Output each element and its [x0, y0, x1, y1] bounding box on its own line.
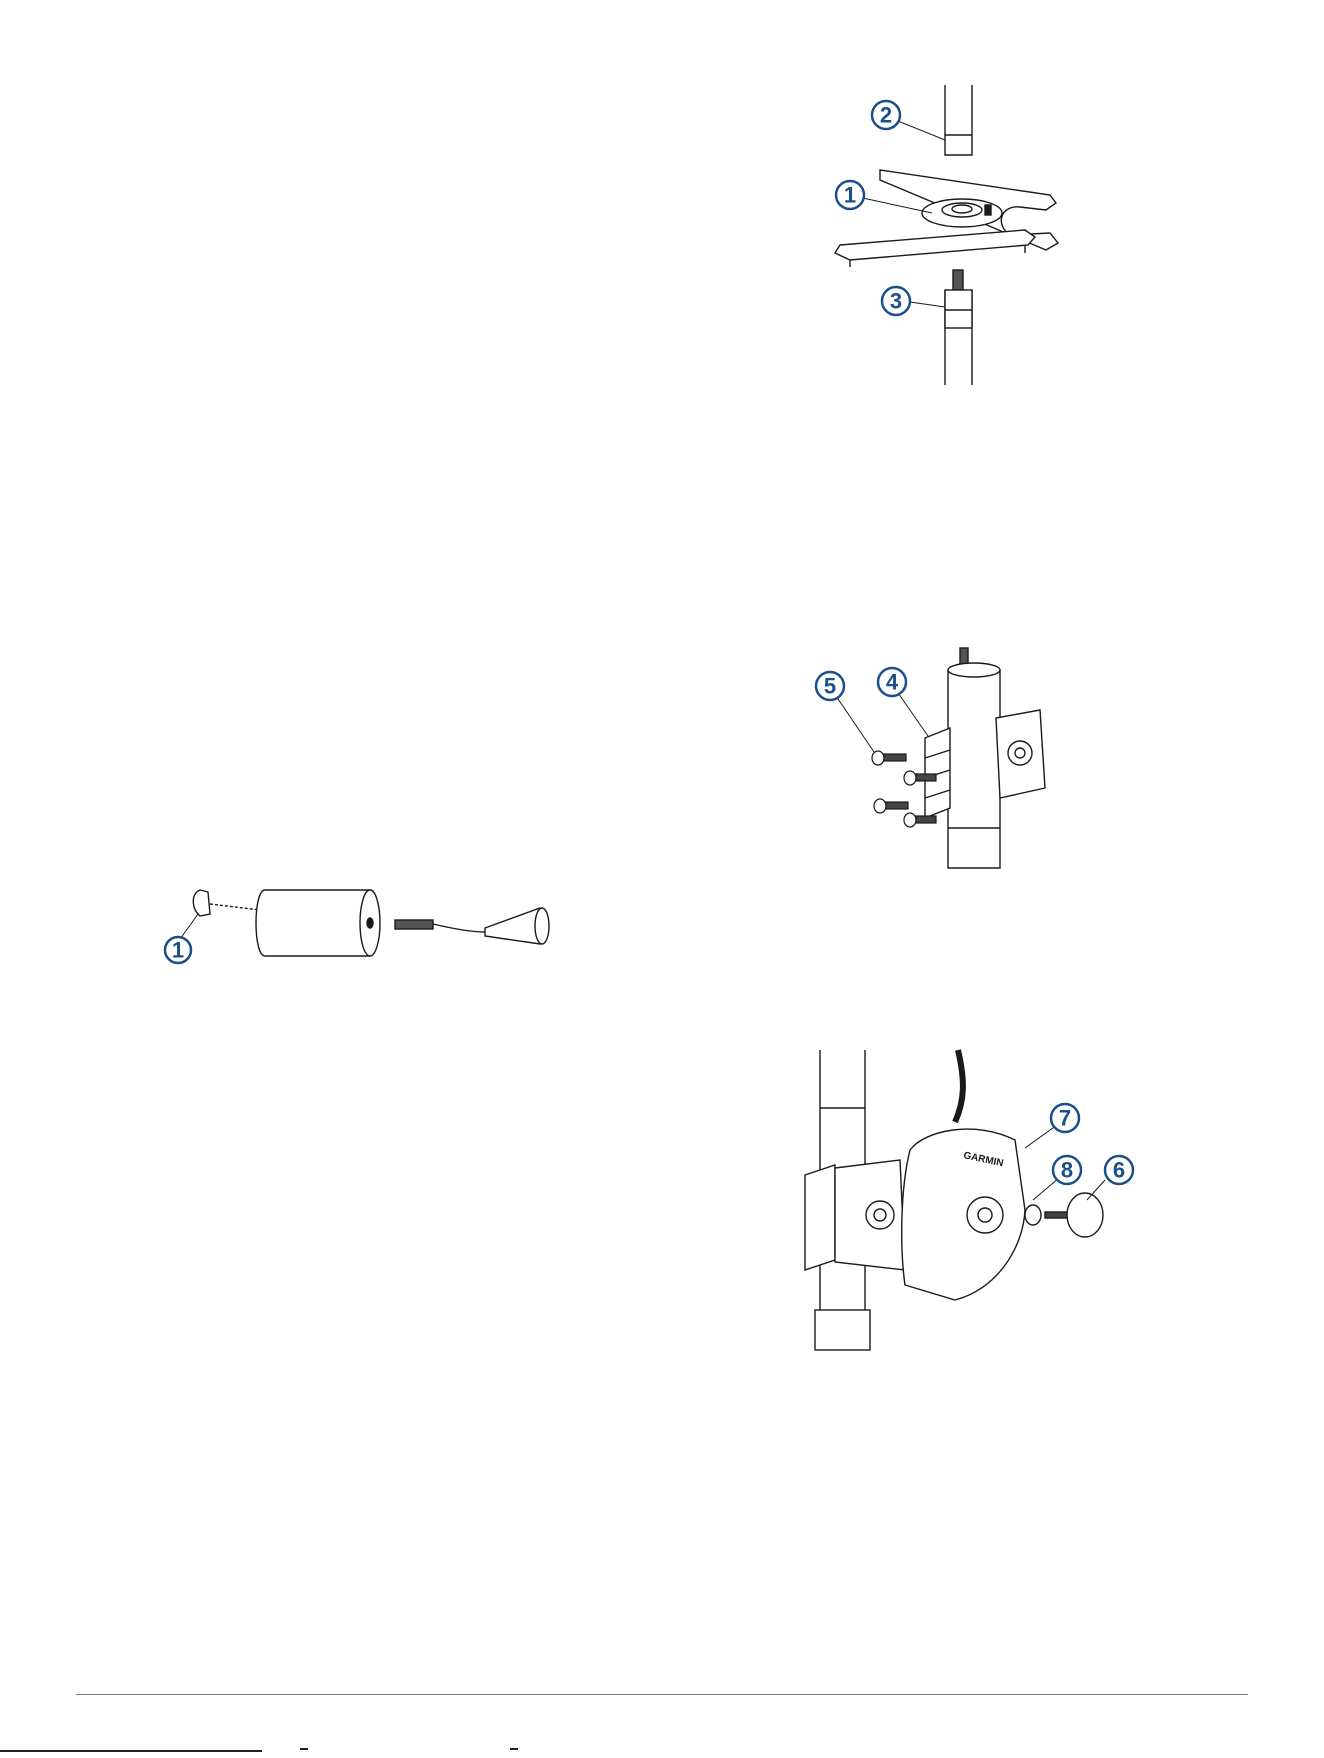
clamp-half-left — [925, 728, 950, 818]
callout-7: 7 — [1051, 1104, 1079, 1132]
cable — [433, 924, 485, 932]
washer — [1025, 1205, 1041, 1225]
knob — [1067, 1193, 1103, 1237]
svg-text:1: 1 — [172, 938, 184, 963]
bottom-edge-bar — [0, 1750, 262, 1752]
footer-divider — [76, 1694, 1248, 1695]
callout-1: 1 — [836, 181, 864, 209]
bottom-edge-tick — [300, 1748, 308, 1750]
callout-3: 3 — [882, 287, 910, 315]
clamp-pole — [948, 670, 1000, 868]
svg-text:5: 5 — [824, 674, 836, 699]
pole-clamp — [805, 1165, 835, 1270]
svg-text:7: 7 — [1059, 1106, 1071, 1131]
svg-text:6: 6 — [1113, 1158, 1125, 1183]
svg-text:2: 2 — [880, 103, 892, 128]
end-cap — [193, 890, 210, 916]
callout-1-transducer: 1 — [165, 937, 191, 963]
upper-pole — [945, 85, 972, 155]
bottom-edge-tick — [510, 1748, 518, 1750]
callout-8: 8 — [1053, 1156, 1081, 1184]
callout-5: 5 — [816, 672, 844, 700]
bracket-arm-bottom — [835, 230, 1035, 260]
threaded-stud — [953, 270, 963, 290]
svg-text:3: 3 — [890, 289, 902, 314]
callout-4: 4 — [878, 668, 906, 696]
svg-text:1: 1 — [844, 183, 856, 208]
callout-6: 6 — [1105, 1156, 1133, 1184]
figure-device-mount: GARMIN 7 8 6 — [775, 1050, 1165, 1360]
figure-pole-clamp: 5 4 — [800, 648, 1080, 878]
device-cable — [955, 1050, 963, 1122]
svg-text:4: 4 — [886, 670, 899, 695]
figure-pole-bracket: 2 1 3 — [820, 85, 1090, 385]
connector — [395, 920, 433, 929]
svg-text:8: 8 — [1061, 1158, 1073, 1183]
callout-2: 2 — [872, 101, 900, 129]
figure-transducer: 1 — [150, 880, 560, 980]
